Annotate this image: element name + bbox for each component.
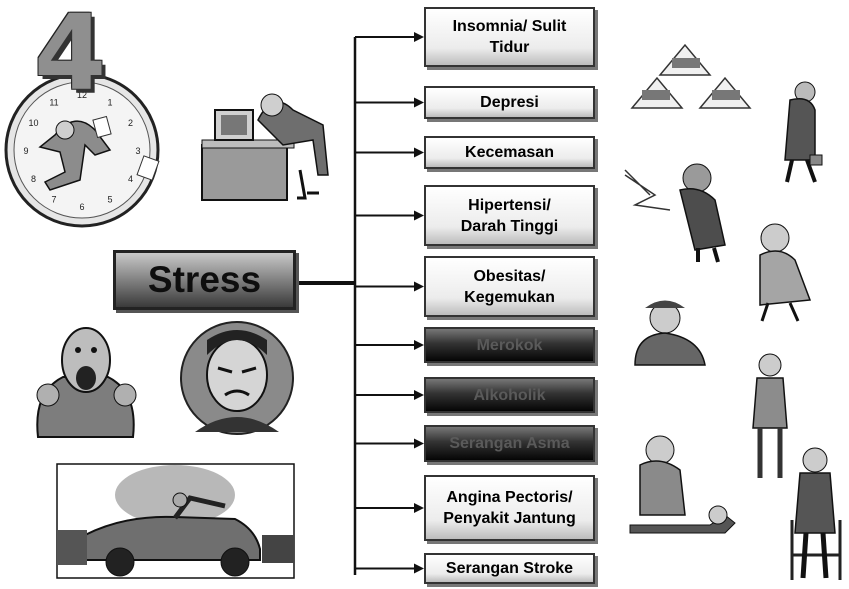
outcome-label-line: Depresi xyxy=(480,94,539,111)
outcome-box: Merokok xyxy=(424,327,595,363)
anxious-man-illustration xyxy=(624,163,726,263)
drinking-man-illustration xyxy=(752,353,788,478)
clock-number: 10 xyxy=(28,118,38,128)
clock-number: 12 xyxy=(77,90,87,100)
arrowhead xyxy=(414,438,424,449)
depressed-man-illustration xyxy=(784,81,823,183)
arrowhead xyxy=(414,340,424,350)
outcome-label-line: Obesitas/ xyxy=(473,267,546,285)
outcome-label: Kecemasan xyxy=(465,142,554,163)
restless-sleep-illustration xyxy=(630,43,752,109)
outcome-label-line: Alkoholik xyxy=(473,386,546,404)
stress-box: Stress xyxy=(113,250,296,310)
outcome-label: Depresi xyxy=(480,92,539,113)
outcome-label: Angina Pectoris/Penyakit Jantung xyxy=(443,487,575,529)
hypertension-woman-illustration xyxy=(759,223,812,322)
outcome-box: Alkoholik xyxy=(424,377,595,413)
arrowhead xyxy=(414,97,424,108)
arrowhead xyxy=(414,563,424,574)
clock-number: 2 xyxy=(128,118,133,128)
outcome-box: Obesitas/Kegemukan xyxy=(424,256,595,317)
clock-number: 6 xyxy=(79,202,84,212)
clock-number: 11 xyxy=(49,98,58,108)
arrowhead xyxy=(414,147,424,158)
outcome-label-line: Angina Pectoris/ xyxy=(446,489,573,506)
outcome-label-line: Serangan Asma xyxy=(449,435,570,452)
outcome-label: Serangan Asma xyxy=(449,433,569,454)
outcome-label: Obesitas/Kegemukan xyxy=(464,266,555,308)
outcome-label-line: Penyakit Jantung xyxy=(443,510,576,527)
clock-number: 4 xyxy=(128,174,133,184)
smoking-man-illustration xyxy=(634,300,706,366)
car-road-rage-illustration xyxy=(56,463,295,579)
screaming-man-illustration xyxy=(36,327,137,438)
clock-number: 5 xyxy=(107,195,112,205)
clock-number: 3 xyxy=(135,146,140,156)
outcome-label-line: Darah Tinggi xyxy=(460,217,559,235)
outcome-box: Serangan Asma xyxy=(424,425,595,462)
asthma-cpr-illustration xyxy=(629,435,736,534)
outcome-label: Alkoholik xyxy=(473,385,545,406)
clock-number: 1 xyxy=(107,98,112,108)
outcome-box: Serangan Stroke xyxy=(424,553,595,584)
outcome-label-line: Insomnia/ Sulit xyxy=(452,18,567,35)
arrowhead xyxy=(414,210,424,221)
clock-number: 8 xyxy=(31,174,36,184)
chapter-number-badge: 4 xyxy=(33,0,107,114)
clock-number: 7 xyxy=(51,195,56,205)
outcome-box: Angina Pectoris/Penyakit Jantung xyxy=(424,475,595,541)
outcome-label: Hipertensi/Darah Tinggi xyxy=(461,195,559,237)
outcome-label-line: Kegemukan xyxy=(464,288,555,306)
outcome-label-line: Tidur xyxy=(489,39,530,56)
elderly-walker-illustration xyxy=(790,447,842,580)
arrowhead xyxy=(414,32,424,42)
arrowhead xyxy=(414,390,424,400)
connector-lines xyxy=(296,32,424,575)
clock-number: 9 xyxy=(23,146,28,156)
outcome-label-line: Serangan Stroke xyxy=(445,560,574,577)
outcome-box: Depresi xyxy=(424,86,595,119)
outcome-box: Hipertensi/Darah Tinggi xyxy=(424,185,595,246)
outcome-label-line: Hipertensi/ xyxy=(468,196,551,214)
arrowhead xyxy=(414,281,424,292)
outcome-label: Merokok xyxy=(477,335,543,356)
outcome-label-line: Merokok xyxy=(476,336,543,354)
outcome-label-line: Kecemasan xyxy=(465,144,554,161)
angry-man-portrait-illustration xyxy=(180,321,294,435)
outcome-label: Serangan Stroke xyxy=(446,558,573,579)
arrowhead xyxy=(414,503,424,513)
outcome-box: Kecemasan xyxy=(424,136,595,169)
stressed-office-worker-illustration xyxy=(201,93,329,201)
